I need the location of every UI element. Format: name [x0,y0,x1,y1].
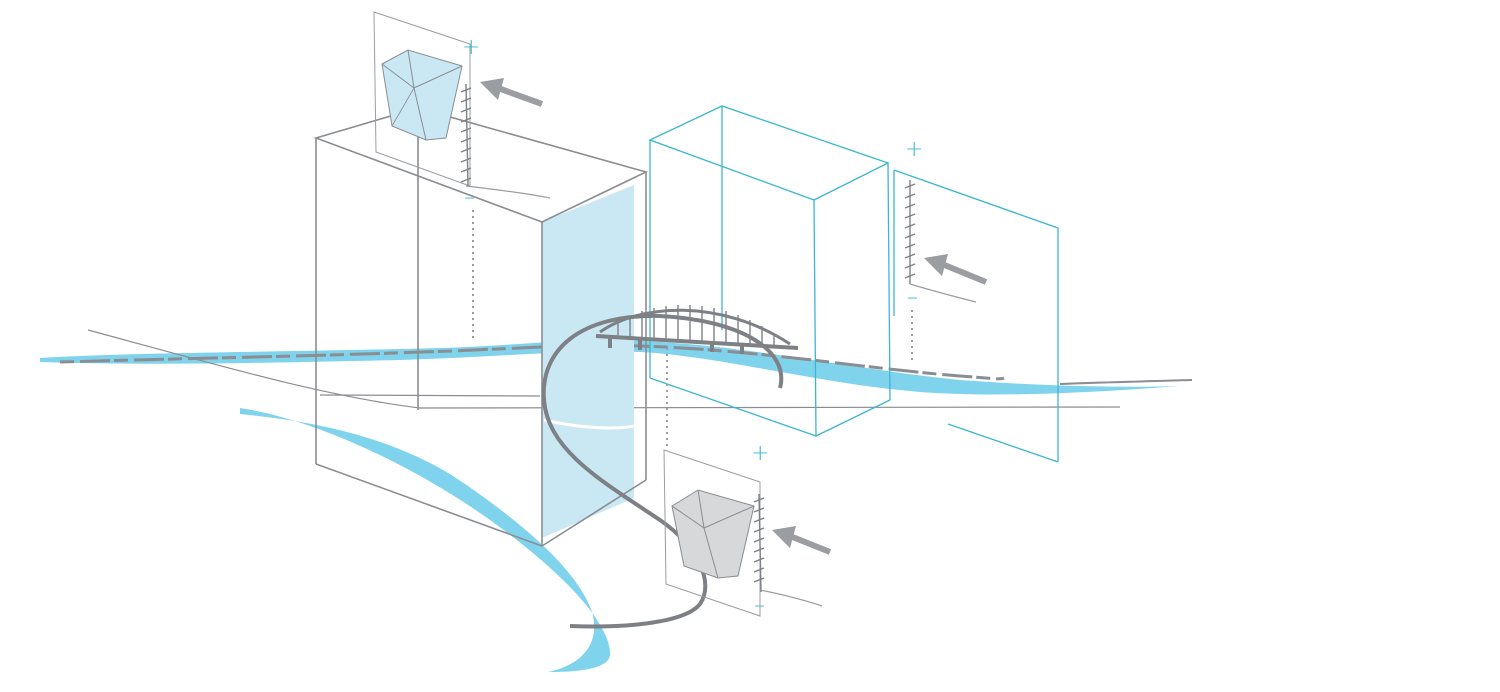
river-lower-band [240,408,611,672]
scale-minus-1: – [464,185,475,210]
scale-plus-3: + [751,441,769,466]
scale-plus-2: + [905,137,923,162]
bridge-piers [608,336,744,354]
gray-box-bottom-right [541,479,647,547]
ground-line-left [319,394,541,397]
panel-3-frame [663,449,761,617]
scale-base-3 [759,589,823,607]
gray-box-side-fill [542,185,634,538]
scale-base-1 [465,185,551,199]
flow-loop [541,313,784,629]
cup-icon [671,489,755,579]
scale-panel-3: + – [663,348,832,618]
arrow-left-icon [924,254,988,285]
cyan-panel [893,169,1059,462]
cyan-box-front-edge [813,199,817,437]
scale-plus-1: + [462,35,480,60]
cyan-panel-bottom [947,423,1059,463]
scale-panel-2: + – [904,137,988,362]
scale-base-2 [909,283,977,303]
scale-ticks-3 [753,493,765,593]
arrow-left-icon [772,526,832,555]
horizon-lines [87,329,1121,409]
bridge-arch [599,308,791,346]
cyan-box [648,105,1059,463]
scale-ticks-2 [904,180,916,284]
river-gray-edge-right [1059,379,1193,385]
scale-minus-3: – [754,593,765,618]
cyan-box-bottom [649,377,891,437]
bridge-reflection [543,418,637,430]
scale-panel-1: + – [373,11,551,340]
gray-box-bottom-front [315,463,543,547]
horizon-line [419,406,1121,409]
scale-minus-2: – [907,285,918,310]
scale-ticks-1 [460,83,472,187]
gray-box [313,107,649,547]
horizon-curve [87,329,421,409]
cup-icon [381,49,463,141]
cyan-box-right-edge [887,162,891,401]
cyan-box-top [648,105,890,201]
arrow-left-icon [480,78,544,107]
